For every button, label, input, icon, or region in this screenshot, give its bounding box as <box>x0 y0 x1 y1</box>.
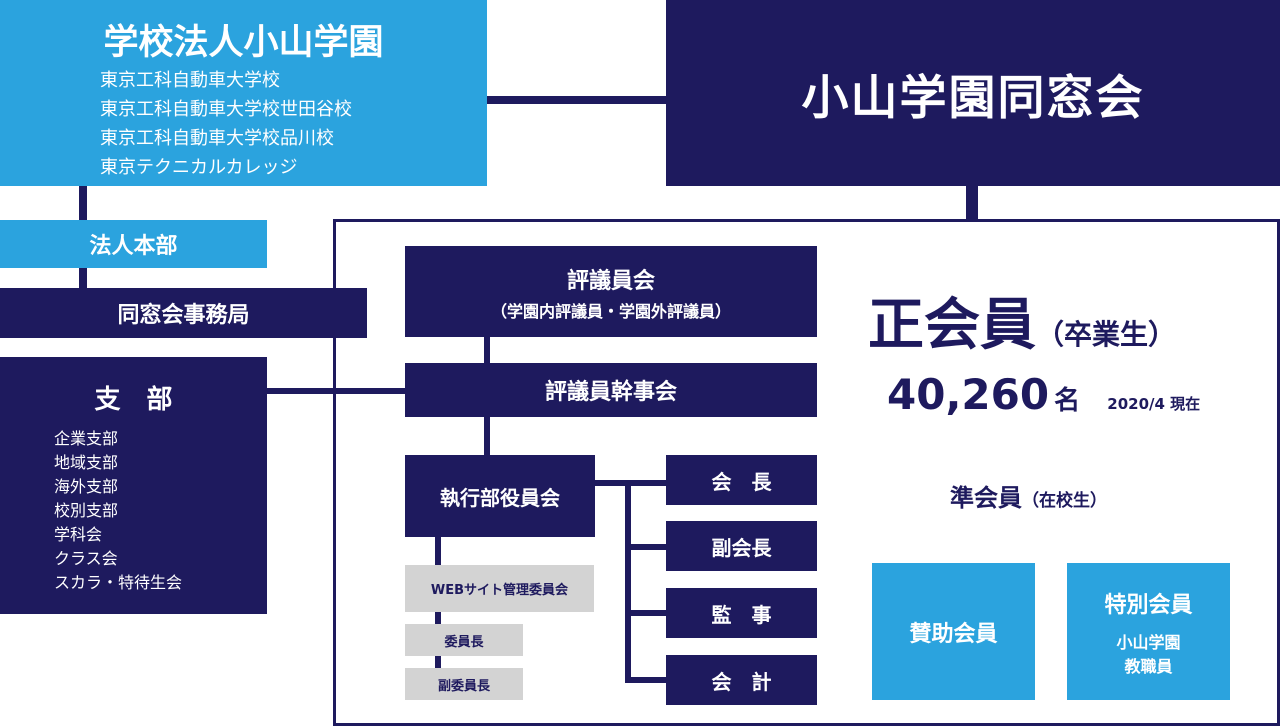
web-chair-label: 委員長 <box>444 634 484 650</box>
alumni-office-label: 同窓会事務局 <box>117 303 250 328</box>
regular-member-heading: 正会員（卒業生） <box>868 280 1268 361</box>
associate-member-note: （在校生） <box>1022 491 1107 511</box>
officer-president-label: 会 長 <box>711 469 772 494</box>
branch-item: 学科会 <box>54 525 103 544</box>
member-count-date: 2020/4 現在 <box>1107 395 1201 413</box>
web-committee-label: WEBサイト管理委員会 <box>430 583 569 598</box>
associate-member-label: 準会員 <box>950 484 1022 512</box>
connector-chair-vice <box>435 656 441 668</box>
school-list: 東京工科自動車大学校 東京工科自動車大学校世田谷校 東京工科自動車大学校品川校 … <box>100 66 480 182</box>
school-item: 東京テクニカルカレッジ <box>100 157 298 178</box>
school-corporation-box: 学校法人小山学園 東京工科自動車大学校 東京工科自動車大学校世田谷校 東京工科自… <box>0 0 487 186</box>
web-chair-box: 委員長 <box>405 624 523 656</box>
branch-title: 支 部 <box>94 385 173 415</box>
alumni-association-title: 小山学園同窓会 <box>801 70 1145 126</box>
web-vice-chair-box: 副委員長 <box>405 668 523 700</box>
web-committee-box: WEBサイト管理委員会 <box>405 565 594 612</box>
branch-item: 企業支部 <box>54 429 119 448</box>
officer-vice-president-label: 副会長 <box>711 535 772 560</box>
regular-member-note: （卒業生） <box>1036 318 1177 351</box>
member-count-unit: 名 <box>1054 386 1081 416</box>
executive-board-box: 執行部役員会 <box>405 455 595 537</box>
associate-member-heading: 準会員（在校生） <box>950 478 1250 513</box>
council-title: 評議員会 <box>566 269 655 294</box>
member-count-row: 40,260 名 2020/4 現在 <box>887 370 1277 419</box>
officer-treasurer-label: 会 計 <box>711 669 772 694</box>
branch-item: 地域支部 <box>54 453 119 472</box>
council-box: 評議員会 （学園内評議員・学園外評議員） <box>405 246 817 337</box>
connector-branch-exec <box>266 388 406 394</box>
connector-school-hq <box>79 185 87 220</box>
school-item: 東京工科自動車大学校世田谷校 <box>100 99 352 120</box>
officer-auditor-label: 監 事 <box>711 602 772 627</box>
officer-auditor-box: 監 事 <box>666 588 817 638</box>
connector-officer-2 <box>625 544 666 550</box>
connector-exec-board <box>484 417 490 455</box>
connector-alumni-frame <box>966 185 978 222</box>
special-member-line2: 教職員 <box>1124 657 1173 676</box>
branch-item: 校別支部 <box>54 501 119 520</box>
council-executive-box: 評議員幹事会 <box>405 363 817 417</box>
connector-officer-4 <box>625 677 666 683</box>
connector-officers-v <box>625 480 631 680</box>
branch-item: クラス会 <box>54 549 118 568</box>
regular-member-label: 正会員 <box>868 293 1036 358</box>
corporate-hq-box: 法人本部 <box>0 220 267 268</box>
school-item: 東京工科自動車大学校 <box>100 70 280 91</box>
connector-hq-office <box>79 268 87 288</box>
special-member-line1: 小山学園 <box>1116 633 1181 652</box>
connector-school-alumni <box>486 96 668 104</box>
special-member-box: 特別会員 小山学園 教職員 <box>1067 563 1230 700</box>
officer-president-box: 会 長 <box>666 455 817 505</box>
school-item: 東京工科自動車大学校品川校 <box>100 128 334 149</box>
branch-item: スカラ・特待生会 <box>54 573 183 592</box>
executive-board-label: 執行部役員会 <box>440 485 560 510</box>
connector-board-web <box>435 537 441 565</box>
council-subtitle: （学園内評議員・学園外評議員） <box>490 302 731 321</box>
officer-treasurer-box: 会 計 <box>666 655 817 705</box>
special-member-title: 特別会員 <box>1104 593 1193 618</box>
supporting-member-box: 賛助会員 <box>872 563 1035 700</box>
alumni-association-box: 小山学園同窓会 <box>666 0 1280 186</box>
corporate-hq-label: 法人本部 <box>89 234 178 259</box>
council-executive-label: 評議員幹事会 <box>544 380 677 405</box>
connector-web-chair <box>435 612 441 624</box>
branch-box: 支 部 企業支部 地域支部 海外支部 校別支部 学科会 クラス会 スカラ・特待生… <box>0 357 267 614</box>
officer-vice-president-box: 副会長 <box>666 521 817 571</box>
branch-item: 海外支部 <box>54 477 119 496</box>
school-corporation-title: 学校法人小山学園 <box>103 23 384 63</box>
connector-council-exec <box>484 337 490 364</box>
web-vice-chair-label: 副委員長 <box>437 678 490 694</box>
connector-officer-3 <box>625 610 666 616</box>
branch-list: 企業支部 地域支部 海外支部 校別支部 学科会 クラス会 スカラ・特待生会 <box>54 427 264 595</box>
supporting-member-label: 賛助会員 <box>909 621 998 647</box>
alumni-frame <box>333 219 1280 726</box>
member-count: 40,260 <box>887 370 1050 419</box>
alumni-office-box: 同窓会事務局 <box>0 288 367 338</box>
